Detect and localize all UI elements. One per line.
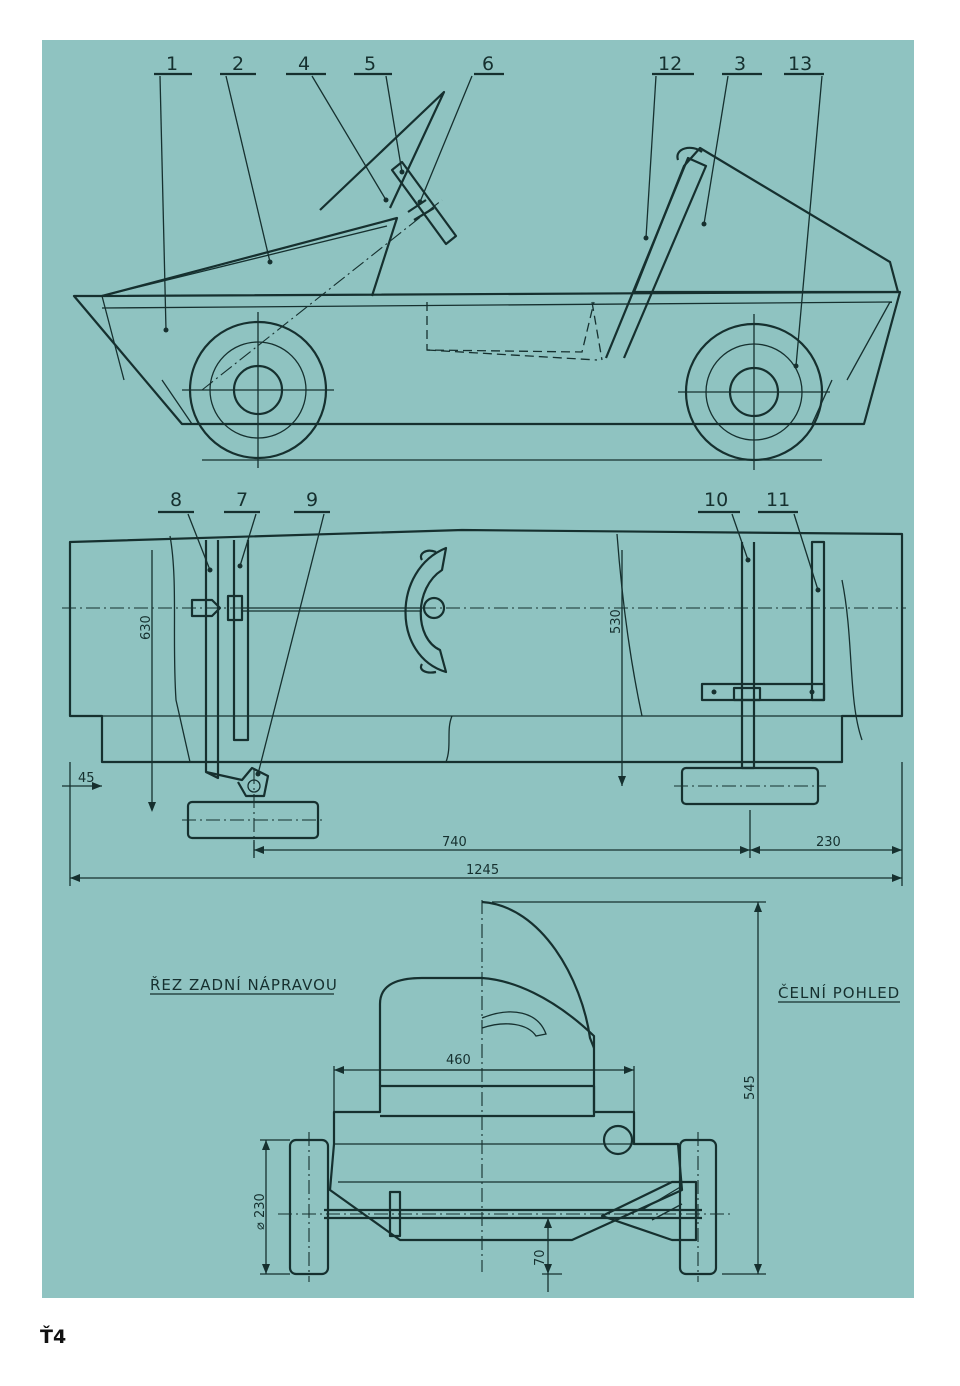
blueprint-sheet: 1 2 4 5 6 12 3 — [42, 40, 914, 1298]
dimension-1245: 1245 — [466, 863, 499, 878]
title-rear-axle-section: ŘEZ ZADNÍ NÁPRAVOU — [150, 975, 338, 994]
right-wheel-front — [678, 1132, 718, 1282]
part-number-1: 1 — [166, 53, 178, 75]
front-wheel-side — [182, 312, 334, 468]
dimension-630: 630 — [139, 615, 154, 640]
part-number-11: 11 — [766, 489, 790, 511]
part-number-6: 6 — [482, 53, 494, 75]
seat-support-tube — [604, 156, 708, 359]
bonnet — [101, 216, 399, 298]
cowl — [378, 976, 596, 1118]
rear-axle-plan — [674, 540, 826, 806]
front-axle-plan — [182, 540, 422, 860]
part-number-7: 7 — [236, 489, 248, 511]
dimension-70: 70 — [533, 1249, 548, 1266]
part-number-9: 9 — [306, 489, 318, 511]
plan-view-part-labels: 8 7 9 10 11 — [158, 489, 821, 777]
technical-drawing: 1 2 4 5 6 12 3 — [62, 53, 906, 1292]
dimension-wheel-diameter: ⌀ 230 — [253, 1193, 268, 1230]
dimension-530: 530 — [609, 609, 624, 634]
front-view-dimensions: 460 545 ⌀ 230 70 — [253, 901, 766, 1292]
steering-wheel-plan — [404, 546, 448, 674]
rear-wheel-side — [678, 314, 830, 470]
title-front-view: ČELNÍ POHLED — [778, 983, 900, 1002]
side-view: 1 2 4 5 6 12 3 — [72, 53, 902, 470]
part-number-4: 4 — [298, 53, 310, 75]
part-number-2: 2 — [232, 53, 244, 75]
part-number-12: 12 — [658, 53, 682, 75]
dimension-460: 460 — [446, 1053, 471, 1068]
car-body-plan — [68, 528, 904, 764]
dimension-740: 740 — [442, 835, 467, 850]
dimension-45: 45 — [78, 771, 95, 786]
plan-view-dimensions: 630 530 45 740 230 1245 — [62, 550, 903, 886]
part-number-13: 13 — [788, 53, 812, 75]
dimension-545: 545 — [743, 1075, 758, 1100]
part-number-5: 5 — [364, 53, 376, 75]
left-wheel-front — [288, 1132, 330, 1282]
front-view: ŘEZ ZADNÍ NÁPRAVOU ČELNÍ POHLED — [150, 900, 900, 1292]
part-number-8: 8 — [170, 489, 182, 511]
seat-back — [632, 146, 900, 294]
car-body-side — [72, 290, 902, 426]
part-number-10: 10 — [704, 489, 728, 511]
page-number: Ť4 — [40, 1326, 67, 1348]
steering-wheel-side — [201, 160, 458, 391]
headrest — [481, 900, 596, 1049]
part-number-3: 3 — [734, 53, 746, 75]
side-view-part-labels: 1 2 4 5 6 12 3 — [154, 53, 824, 369]
plan-view: 630 530 45 740 230 1245 8 — [62, 489, 906, 886]
dimension-230: 230 — [816, 835, 841, 850]
